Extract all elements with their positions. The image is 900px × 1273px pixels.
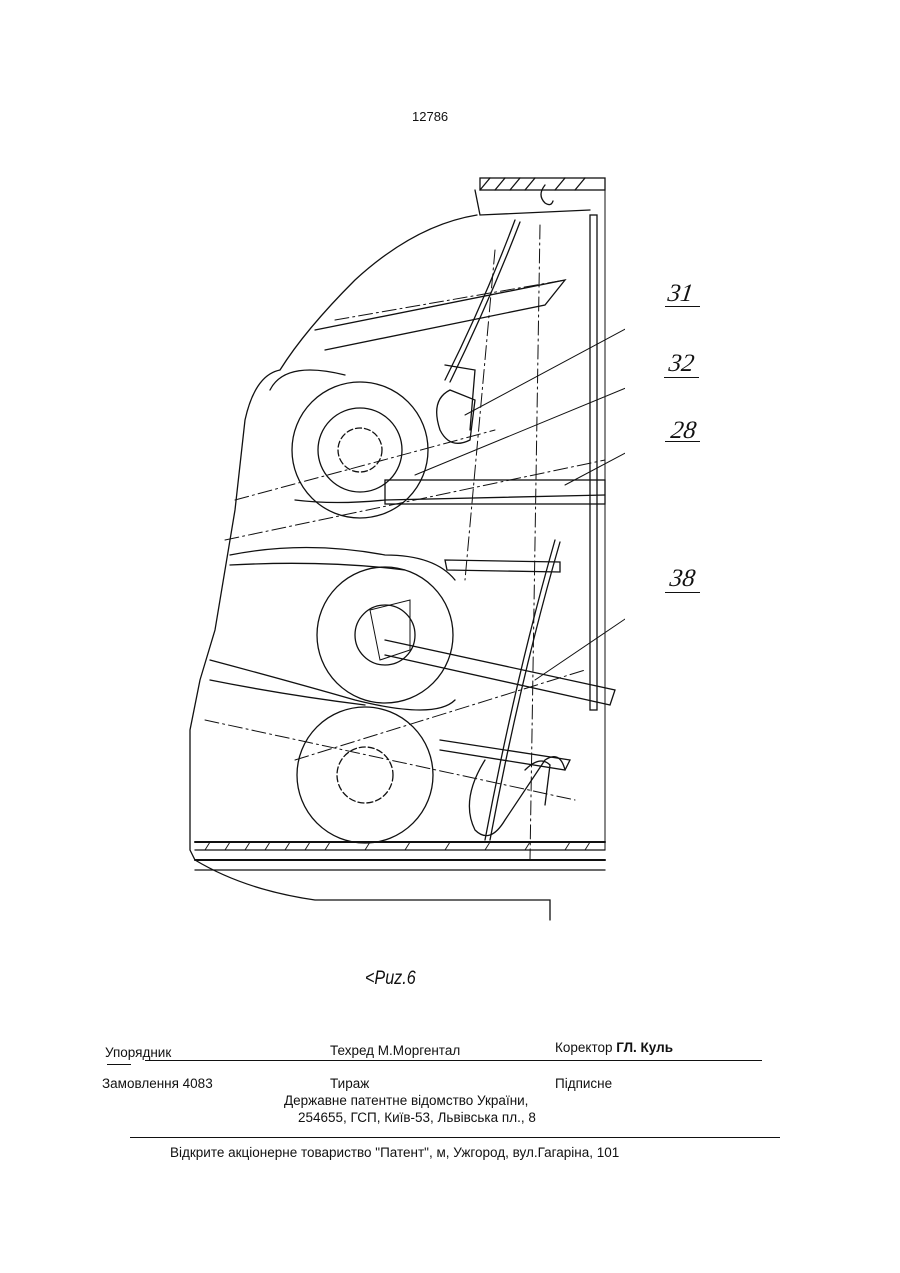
- belt-middle: [230, 548, 455, 581]
- pulley-middle: [317, 567, 453, 703]
- patent-office: Державне патентне відомство України,: [284, 1093, 528, 1108]
- order-number: Замовлення 4083: [102, 1076, 213, 1091]
- callout-28-underline: [665, 441, 700, 442]
- compiler-short-rule: [107, 1064, 131, 1065]
- callout-38-underline: [665, 592, 700, 593]
- center-lines: [205, 225, 605, 860]
- proofreader: Коректор ГЛ. Куль: [555, 1040, 673, 1055]
- figure-caption: <Puz.6: [365, 968, 416, 990]
- proofreader-label: Коректор: [555, 1040, 613, 1055]
- arms: [315, 280, 615, 770]
- proofreader-name: ГЛ. Куль: [616, 1040, 673, 1055]
- patent-drawing-figure-6: [185, 160, 625, 930]
- callout-31: 31: [666, 280, 695, 308]
- subscription: Підписне: [555, 1076, 612, 1091]
- patent-office-address: 254655, ГСП, Київ-53, Львівська пл., 8: [298, 1110, 536, 1125]
- imprint-bottom-rule: [130, 1137, 780, 1138]
- right-frame: [590, 180, 605, 850]
- tech-editor: Техред М.Моргентал: [330, 1043, 460, 1058]
- top-bracket: [475, 178, 605, 215]
- pulley-upper: [292, 382, 428, 518]
- belt-lower: [210, 660, 455, 710]
- callout-32-underline: [664, 377, 699, 378]
- compiler-label: Упорядник: [105, 1045, 171, 1060]
- callout-leaders: [415, 305, 625, 680]
- callout-31-underline: [665, 306, 700, 307]
- printer-line: Відкрите акціонерне товариство "Патент",…: [170, 1145, 619, 1160]
- callout-38: 38: [668, 565, 697, 593]
- callout-32: 32: [667, 350, 696, 378]
- spring-strip: [445, 220, 560, 840]
- hook-lower: [469, 757, 565, 836]
- base-plate: [195, 842, 605, 870]
- pulley-lower: [297, 707, 433, 843]
- housing-contour: [190, 215, 550, 920]
- circulation: Тираж: [330, 1076, 369, 1091]
- hook-upper: [437, 365, 475, 443]
- imprint-top-rule: [145, 1060, 762, 1061]
- page-number: 12786: [412, 109, 448, 124]
